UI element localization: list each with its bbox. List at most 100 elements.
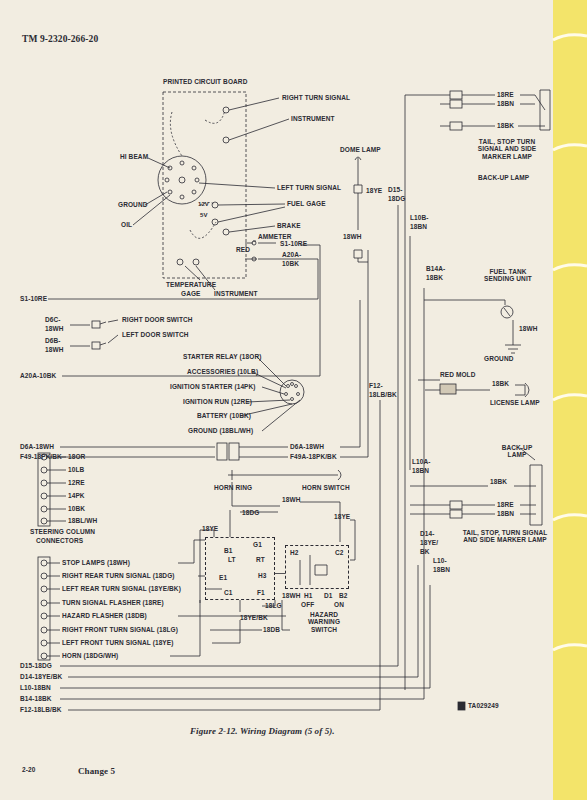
wire-line (41, 627, 47, 633)
wire-line (458, 702, 465, 710)
wire-line (165, 178, 169, 182)
wire-label: D14- (420, 530, 435, 537)
wire-label: LICENSE LAMP (490, 399, 540, 406)
wire-line (330, 470, 341, 480)
wire-label: RIGHT DOOR SWITCH (122, 316, 193, 323)
wire-line (60, 205, 430, 710)
wire-label: L10B- (410, 214, 429, 221)
wire-line (212, 219, 218, 225)
wire-label: D6A-18WH (20, 443, 54, 450)
wire-line (179, 177, 185, 183)
wire-label: BRAKE (277, 222, 301, 229)
wire-line (168, 190, 172, 194)
wire-line (200, 502, 355, 560)
wire-line (158, 156, 206, 204)
wire-label: 18BN (497, 100, 514, 107)
terminal-label: C1 (224, 589, 233, 596)
wire-label: D6A-18WH (290, 443, 324, 450)
wire-label: TAIL, STOP, TURN SIGNAL AND SIDE MARKER … (462, 529, 548, 544)
wire-label: 14PK (68, 492, 85, 499)
wire-line (195, 178, 199, 182)
wire-line (41, 480, 47, 486)
wire-line (504, 308, 521, 353)
wire-line (285, 393, 288, 396)
wire-label: INSTRUMENT (214, 290, 258, 297)
wire-line (41, 493, 47, 499)
wire-label: GAGE (181, 290, 201, 297)
wire-label: BACK-UP LAMP (478, 174, 529, 181)
wire-label: D6B- (45, 337, 61, 344)
wire-label: OFF (301, 601, 314, 608)
wire-label: RED MOLD (440, 371, 475, 378)
wire-line (440, 384, 456, 394)
wire-line (38, 557, 50, 660)
wire-label: 18RE (497, 501, 514, 508)
wire-label: B14-18BK (20, 695, 52, 702)
wire-label: STOP LAMPS (18WH) (62, 559, 130, 566)
wire-line (192, 190, 196, 194)
wire-label: A20A- (282, 251, 301, 258)
wire-label: B14A- (426, 265, 445, 272)
wire-line (462, 95, 545, 126)
wire-label: 18BN (497, 510, 514, 517)
wire-line (287, 385, 290, 388)
wire-label: 18BL/WH (68, 517, 97, 524)
wire-label: BATTERY (10BK) (197, 412, 251, 419)
terminal-label: B1 (224, 547, 233, 554)
wire-line (553, 0, 587, 800)
wire-label: 18DB (263, 626, 280, 633)
wire-label: LEFT TURN SIGNAL (277, 184, 341, 191)
wire-label: 18WH (45, 325, 63, 332)
wire-label: STARTER RELAY (18OR) (183, 353, 261, 360)
wire-label: HAZARD WARNING SWITCH (294, 611, 354, 633)
wire-label: 18BN (410, 223, 427, 230)
wire-line (424, 300, 505, 305)
wire-line (440, 95, 450, 126)
page-title: TM 9-2320-266-20 (22, 34, 98, 45)
wire-label: GROUND (484, 355, 514, 362)
wire-line (223, 137, 229, 143)
wire-label: B2 (339, 592, 348, 599)
terminal-label: F1 (257, 589, 265, 596)
wire-label: IGNITION STARTER (14PK) (170, 383, 256, 390)
wire-label: S1-10RE (280, 240, 307, 247)
wire-line (228, 470, 330, 480)
wire-line (47, 457, 66, 521)
wire-label: AMMETER (258, 233, 292, 240)
wire-line (291, 398, 294, 401)
wire-line (180, 161, 184, 165)
wire-label: LEFT REAR TURN SIGNAL (18YE/BK) (62, 585, 181, 592)
wire-line (41, 600, 47, 606)
wire-label: 18DG (242, 509, 259, 516)
wire-line (462, 486, 536, 514)
wire-line (177, 259, 183, 265)
wire-label: H1 (304, 592, 313, 599)
wire-line (223, 229, 229, 235)
wire-label: L10A- (412, 458, 431, 465)
wire-label: 18YE/ (420, 539, 438, 546)
wire-line (41, 518, 47, 524)
wire-line (41, 573, 47, 579)
wire-label: A20A-10BK (20, 372, 56, 379)
wire-label: 18LG (265, 602, 282, 609)
wire-line (291, 383, 294, 386)
wire-line (450, 122, 462, 130)
wire-label: S1-10RE (20, 295, 47, 302)
wire-label: STEERING COLUMN (30, 528, 95, 535)
wire-line (41, 506, 47, 512)
wire-label: IGNITION RUN (12RE) (183, 398, 252, 405)
wire-label: 18BK (497, 122, 514, 129)
wire-label: ON (334, 601, 344, 608)
wire-label: 18BK (492, 380, 509, 387)
wire-label: FUEL GAGE (287, 200, 326, 207)
wire-line (133, 98, 289, 290)
wire-line (240, 600, 290, 630)
wire-label: RED (236, 246, 250, 253)
wire-label: HAZARD FLASHER (18DB) (62, 612, 147, 619)
wire-label: HI BEAM (120, 153, 148, 160)
wire-line (180, 195, 184, 199)
wire-line (41, 613, 47, 619)
wire-label: 10BK (282, 260, 299, 267)
wire-line (170, 530, 286, 656)
wire-label: 18WH (282, 496, 300, 503)
